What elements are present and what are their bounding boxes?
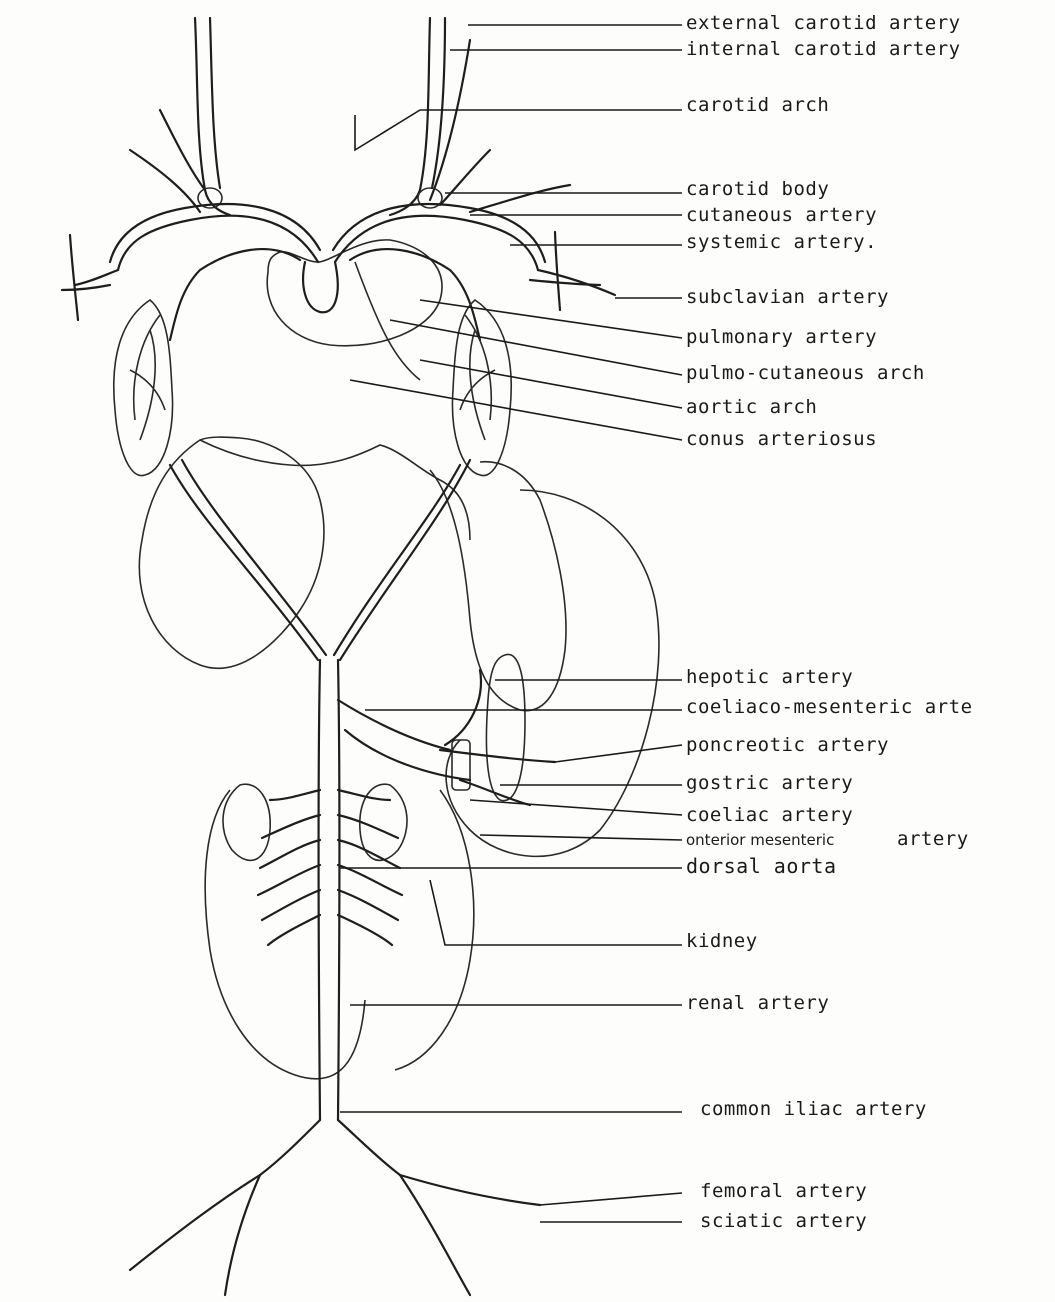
right-carotid-branch: [430, 40, 470, 200]
truncus-line: [355, 262, 420, 380]
leader-coeliac: [470, 800, 682, 815]
right-aortic-descent-inner: [334, 465, 460, 655]
label-gastric-artery: gostric artery: [686, 772, 853, 794]
right-external-carotid: [470, 185, 570, 212]
right-subclavian-branch-b: [530, 280, 600, 285]
coeliaco-mesenteric-trunk: [338, 700, 450, 750]
left-pulmocutaneous: [170, 249, 300, 340]
right-common-iliac: [338, 1120, 400, 1175]
left-lung: [114, 300, 173, 476]
label-aortic-arch: aortic arch: [686, 396, 817, 418]
label-sciatic-artery: sciatic artery: [700, 1210, 867, 1232]
right-sciatic: [400, 1175, 470, 1295]
label-carotid-arch: carotid arch: [686, 94, 829, 116]
right-kidney: [360, 784, 407, 860]
label-anterior-mesenteric: onterior mesenteric: [686, 831, 834, 849]
label-anterior-mesenteric-artery: artery: [897, 828, 969, 850]
right-femoral: [400, 1175, 540, 1205]
label-cutaneous-artery: cutaneous artery: [686, 204, 877, 226]
label-subclavian-artery: subclavian artery: [686, 286, 889, 308]
label-internal-carotid-artery: internal carotid artery: [686, 38, 961, 60]
left-femoral: [130, 1175, 260, 1270]
label-kidney: kidney: [686, 930, 758, 952]
right-carotid-branch-2: [440, 150, 490, 205]
left-lung-vessels: [130, 315, 165, 440]
label-external-carotid-artery: external carotid artery: [686, 12, 961, 34]
label-pulmo-cutaneous-arch: pulmo-cutaneous arch: [686, 362, 925, 384]
hepatic-branch: [445, 670, 481, 745]
leader-carotid-arch: [355, 110, 682, 150]
label-coeliaco-mesenteric-artery: coeliaco-mesenteric arte: [686, 696, 973, 718]
leader-anterior-mes: [480, 835, 682, 840]
left-aortic-descent: [170, 465, 318, 660]
leader-pancreatic: [555, 745, 682, 762]
label-hepatic-artery: hepotic artery: [686, 666, 853, 688]
left-systemic-arch: [118, 216, 318, 270]
label-conus-arteriosus: conus arteriosus: [686, 428, 877, 450]
label-carotid-body: carotid body: [686, 178, 829, 200]
label-common-iliac-artery: common iliac artery: [700, 1098, 927, 1120]
leader-pulmo-cutaneous: [390, 320, 682, 375]
right-subclavian-branch-a: [555, 232, 560, 310]
left-kidney: [223, 784, 270, 860]
left-subclavian-branch-a: [70, 235, 78, 320]
pancreatic-branch: [440, 750, 555, 762]
liver-left-lobe: [139, 437, 324, 668]
left-external-carotid: [130, 150, 200, 212]
right-lung: [452, 300, 511, 476]
left-subclavian: [75, 270, 118, 285]
left-subclavian-branch-b: [62, 285, 110, 290]
left-common-iliac: [260, 1120, 320, 1175]
spleen: [486, 654, 525, 800]
conus-arteriosus: [303, 262, 338, 312]
left-aortic-descent-inner: [182, 460, 326, 655]
stomach: [446, 490, 659, 856]
label-renal-artery: renal artery: [686, 992, 829, 1014]
intestine-right: [395, 790, 474, 1070]
label-systemic-artery: systemic artery.: [686, 231, 877, 253]
label-femoral-artery: femoral artery: [700, 1180, 867, 1202]
left-internal-carotid-outer: [210, 18, 220, 188]
right-aortic-descent: [340, 460, 470, 660]
leader-femoral: [540, 1193, 682, 1205]
label-pancreatic-artery: poncreotic artery: [686, 734, 889, 756]
liver-right-lobe: [430, 462, 566, 711]
label-pulmonary-artery: pulmonary artery: [686, 326, 877, 348]
label-dorsal-aorta: dorsal aorta: [686, 854, 837, 878]
leader-kidney: [430, 880, 682, 945]
left-sciatic: [225, 1175, 260, 1295]
liver-top: [200, 440, 470, 540]
leader-conus: [350, 380, 682, 440]
label-coeliac-artery: coeliac artery: [686, 804, 853, 826]
